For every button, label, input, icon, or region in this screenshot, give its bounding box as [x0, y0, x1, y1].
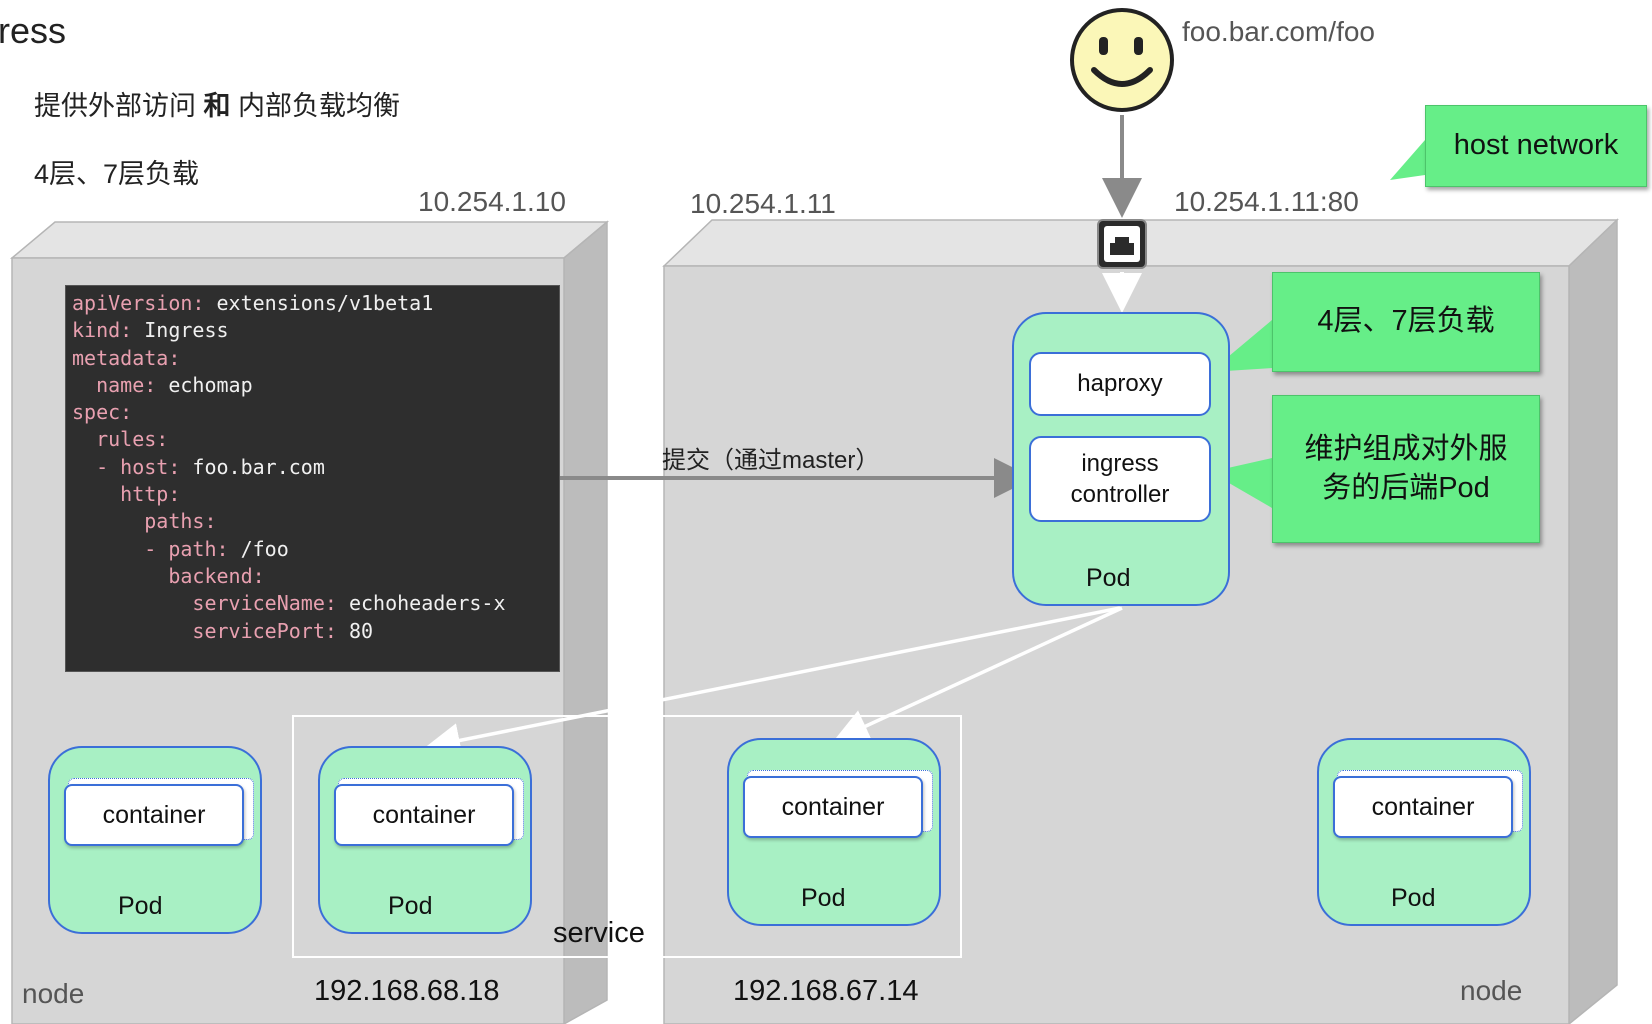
- code-line: servicePort: 80: [72, 618, 559, 645]
- submit-via-master-label: 提交（通过master）: [662, 447, 880, 474]
- ip-node2: 10.254.1.11: [690, 188, 836, 219]
- smiley-face-icon: [1070, 8, 1174, 112]
- pod-label: Pod: [388, 892, 433, 920]
- code-line: serviceName: echoheaders-x: [72, 590, 559, 617]
- pod-ip-left: 192.168.68.18: [314, 975, 500, 1007]
- code-key: backend:: [72, 563, 265, 588]
- code-line: name: echomap: [72, 372, 559, 399]
- service-box: [292, 715, 962, 958]
- callout-maintain-backend: 维护组成对外服 务的后端Pod: [1272, 395, 1540, 543]
- pod-3: container Pod: [727, 738, 941, 926]
- code-line: rules:: [72, 426, 559, 453]
- code-key: - path:: [72, 536, 229, 561]
- code-line: - host: foo.bar.com: [72, 454, 559, 481]
- route-arrow-left: [425, 606, 1121, 758]
- pod-label: Pod: [1391, 884, 1436, 912]
- code-key: kind:: [72, 318, 133, 343]
- ingress-controller-line1: ingress: [1081, 449, 1159, 477]
- container-box: container: [1333, 776, 1513, 838]
- code-key: servicePort:: [72, 618, 337, 643]
- container-box: container: [743, 776, 923, 838]
- callout-maintain-line2: 务的后端Pod: [1322, 472, 1490, 504]
- code-line: apiVersion: extensions/v1beta1: [72, 290, 559, 317]
- pod-1: container Pod: [48, 746, 262, 934]
- subtitle-bold: 和: [203, 91, 231, 121]
- code-value: extensions/v1beta1: [204, 291, 434, 315]
- pod-label: Pod: [118, 892, 163, 920]
- pod-2: container Pod: [318, 746, 532, 934]
- code-key: spec:: [72, 400, 133, 425]
- ip-host-port: 10.254.1.11:80: [1174, 186, 1359, 217]
- code-value: echomap: [156, 372, 253, 397]
- code-value: echoheaders-x: [336, 591, 506, 616]
- ingress-pod: haproxy ingress controller Pod: [1012, 312, 1230, 606]
- code-line: http:: [72, 481, 559, 508]
- node-label-right: node: [1460, 975, 1523, 1006]
- code-key: name:: [72, 372, 157, 397]
- subtitle-load-layers: 4层、7层负载: [34, 159, 200, 189]
- page-title: ress: [0, 10, 67, 51]
- code-line: - path: /foo: [72, 536, 559, 563]
- code-value: /foo: [228, 536, 289, 561]
- code-line: kind: Ingress: [72, 317, 559, 344]
- code-key: rules:: [72, 427, 169, 452]
- ingress-controller-box: ingress controller: [1029, 436, 1211, 522]
- code-key: - host:: [72, 454, 181, 479]
- code-key: serviceName:: [72, 591, 337, 616]
- code-line: paths:: [72, 508, 559, 535]
- container-box: container: [334, 784, 514, 846]
- callout-layer-load: 4层、7层负载: [1272, 272, 1540, 372]
- haproxy-box: haproxy: [1029, 352, 1211, 416]
- node-label-left: node: [22, 978, 85, 1009]
- code-line: metadata:: [72, 345, 559, 372]
- network-port-icon: [1097, 219, 1147, 269]
- callout-host-network: host network: [1425, 105, 1647, 187]
- subtitle: 提供外部访问 和 内部负载均衡: [34, 84, 400, 123]
- pod-label: Pod: [801, 884, 846, 912]
- ip-node1: 10.254.1.10: [418, 186, 566, 217]
- pod-ip-right: 192.168.67.14: [733, 975, 919, 1007]
- code-key: http:: [72, 482, 181, 507]
- ingress-pod-label: Pod: [1086, 564, 1131, 592]
- request-url: foo.bar.com/foo: [1182, 16, 1376, 47]
- code-value: 80: [336, 618, 374, 643]
- subtitle-part2: 内部负载均衡: [230, 91, 401, 121]
- code-key: metadata:: [72, 345, 181, 370]
- subtitle-part1: 提供外部访问: [34, 91, 204, 121]
- service-label: service: [553, 917, 645, 949]
- container-box: container: [64, 784, 244, 846]
- code-line: backend:: [72, 563, 559, 590]
- callout-maintain-line1: 维护组成对外服: [1304, 432, 1508, 465]
- ingress-controller-line2: controller: [1070, 481, 1170, 508]
- code-value: foo.bar.com: [180, 454, 325, 479]
- code-line: spec:: [72, 399, 559, 426]
- code-value: Ingress: [132, 318, 229, 343]
- code-key: paths:: [72, 509, 217, 534]
- code-key: apiVersion:: [72, 291, 205, 315]
- callout-pointer-host: [1390, 140, 1425, 180]
- pod-4: container Pod: [1317, 738, 1531, 926]
